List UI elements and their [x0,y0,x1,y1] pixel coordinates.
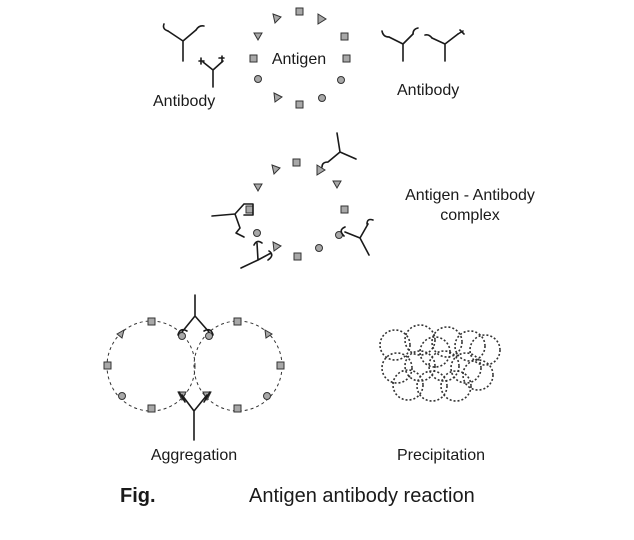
antigen-circle [253,229,261,237]
antibody-bound [340,218,374,256]
antigen-triangle [273,92,283,103]
antigen-label: Antigen [272,51,326,68]
antigen-square [340,205,349,214]
antigen-triangle [332,180,342,190]
antigen-circle [254,75,262,83]
antigen-triangle [116,328,125,339]
precipitate-ring [462,359,494,391]
antigen-circle [263,392,271,400]
antibody-bridge-bottom [178,391,211,441]
aggregation-figure: Aggregation [103,294,285,464]
antibody-bound [211,203,254,238]
antigen-triangle [317,13,327,25]
antigen-triangle [253,32,263,42]
antigen-circle [318,94,326,102]
complex-label-line2: complex [440,207,500,224]
figure-caption-title: Antigen antibody reaction [249,485,475,507]
antigen-square [147,404,156,413]
antigen-square [276,361,285,370]
antibody-y-shape [424,29,465,62]
antigen-circle [337,76,345,84]
precipitation-label: Precipitation [397,447,485,464]
antigen-triangle [271,164,281,175]
antigen-triangle [253,183,263,193]
precipitate-ring [428,350,460,382]
precipitate-ring [431,326,463,358]
precipitate-ring [469,334,501,366]
antibody-y-shape [198,55,225,88]
antigen-circle [315,244,323,252]
antigen-square [233,317,242,326]
antibody-left-label: Antibody [153,93,215,110]
precipitate-ring [404,324,436,356]
antigen-square [340,32,349,41]
precipitate-ring [416,370,448,402]
antigen-square [233,404,242,413]
precipitate-ring [440,370,472,402]
antigen-square [295,7,304,16]
antibody-right-label: Antibody [397,82,459,99]
antibody-y-shape [381,27,419,62]
antigen-square [292,158,301,167]
antigen-antibody-complex: Antigen - Antibody complex [211,132,535,269]
antigen-triangle [272,13,282,24]
precipitate-ring [450,352,482,384]
antigen-triangle [316,164,326,176]
antigen-square [342,54,351,63]
antigen-square [245,205,254,214]
antibody-y-shape [162,23,205,62]
antigen-ring: Antigen [249,7,351,109]
antigen-circle [118,392,126,400]
antigen-circle [178,332,186,340]
antigen-square [147,317,156,326]
aggregation-label: Aggregation [151,447,237,464]
antibody-bridge-top [177,294,214,336]
precipitate-ring [379,329,411,361]
figure-caption-prefix: Fig. [120,485,156,507]
precipitate-ring [381,352,413,384]
antigen-circle [205,332,213,340]
antibody-right-group: Antibody [381,27,465,99]
precipitation-figure [379,324,501,402]
complex-label-line1: Antigen - Antibody [405,187,535,204]
precipitate-ring [404,350,436,382]
complex-label-part: Antigen - Antibody [405,187,535,204]
antigen-square [293,252,302,261]
precipitate-ring [419,336,451,368]
antigen-triangle [272,241,282,252]
antibody-bound [321,132,357,168]
antigen-triangle [264,329,273,339]
antigen-square [249,54,258,63]
precipitate-ring [392,369,424,401]
antibody-left-group: Antibody [153,23,225,110]
antigen-square [103,361,112,370]
precipitate-ring [454,330,486,362]
antigen-square [295,100,304,109]
complex-label-part: complex [440,207,500,224]
antibody-bound [240,240,273,269]
